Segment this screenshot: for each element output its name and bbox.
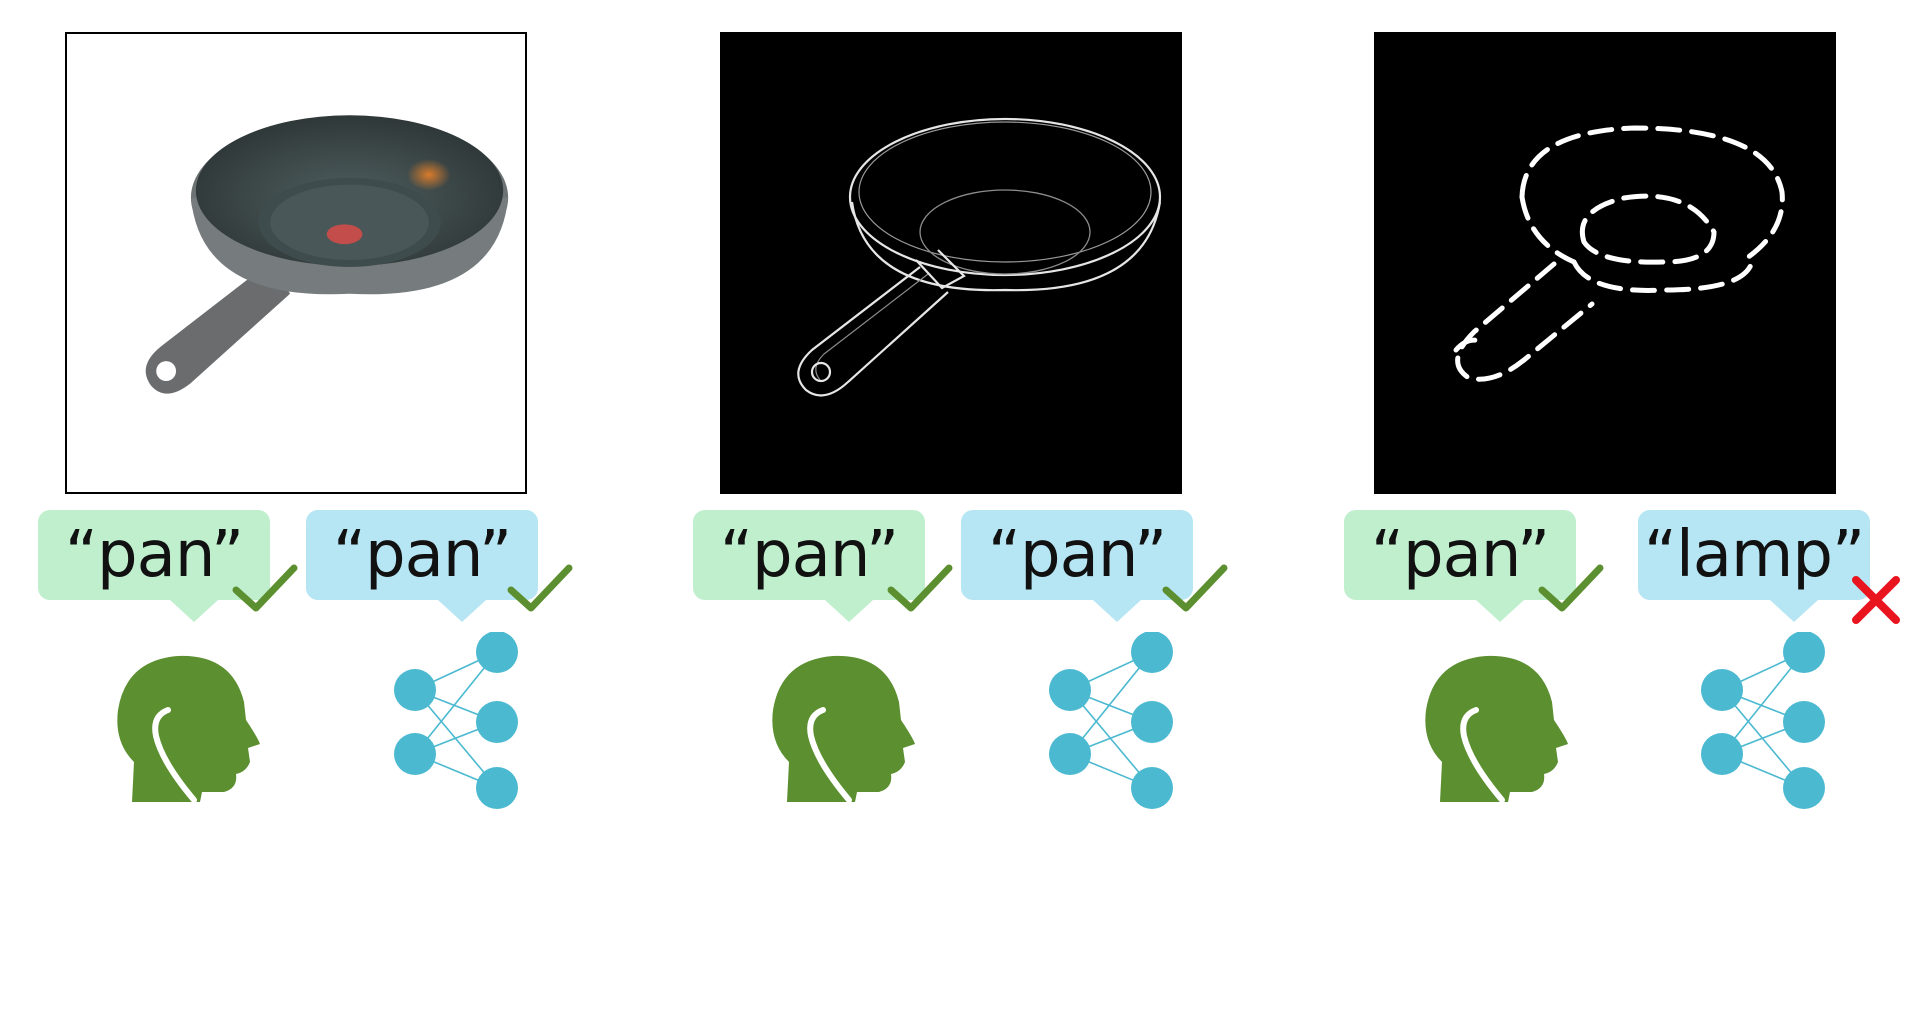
model-label-bubble: “pan” bbox=[961, 510, 1193, 622]
model-label: “pan” bbox=[987, 518, 1167, 592]
pan-edge-map-image bbox=[720, 32, 1182, 494]
human-head-icon bbox=[767, 652, 917, 803]
human-label-bubble: “pan” bbox=[38, 510, 270, 622]
model-label-bubble: “lamp” bbox=[1638, 510, 1870, 622]
human-head-icon bbox=[1420, 652, 1570, 803]
model-label: “pan” bbox=[332, 518, 512, 592]
model-label: “lamp” bbox=[1643, 518, 1865, 592]
neural-network-icon bbox=[393, 631, 533, 812]
frying-pan-photo bbox=[145, 115, 509, 394]
neural-network-icon bbox=[1700, 631, 1840, 812]
human-label-bubble: “pan” bbox=[693, 510, 925, 622]
frying-pan-edge-map bbox=[797, 117, 1162, 397]
pan-photo-image bbox=[65, 32, 527, 494]
model-label-bubble: “pan” bbox=[306, 510, 538, 622]
human-label: “pan” bbox=[64, 518, 244, 592]
human-label-bubble: “pan” bbox=[1344, 510, 1576, 622]
frying-pan-dashed-contour bbox=[1453, 125, 1785, 382]
human-label: “pan” bbox=[719, 518, 899, 592]
pan-dashed-contour-image bbox=[1374, 32, 1836, 494]
neural-network-icon bbox=[1048, 631, 1188, 812]
check-icon bbox=[230, 560, 300, 616]
check-icon bbox=[505, 560, 575, 616]
panel-edge-map: “pan” “pan” bbox=[655, 0, 1295, 1016]
check-icon bbox=[1536, 560, 1606, 616]
panel-original-photo: “pan” “pan” bbox=[0, 0, 640, 1016]
check-icon bbox=[1160, 560, 1230, 616]
cross-icon bbox=[1846, 572, 1906, 628]
panel-dashed-contour: “pan” “lamp” bbox=[1306, 0, 1920, 1016]
human-head-icon bbox=[112, 652, 262, 803]
check-icon bbox=[885, 560, 955, 616]
human-label: “pan” bbox=[1370, 518, 1550, 592]
